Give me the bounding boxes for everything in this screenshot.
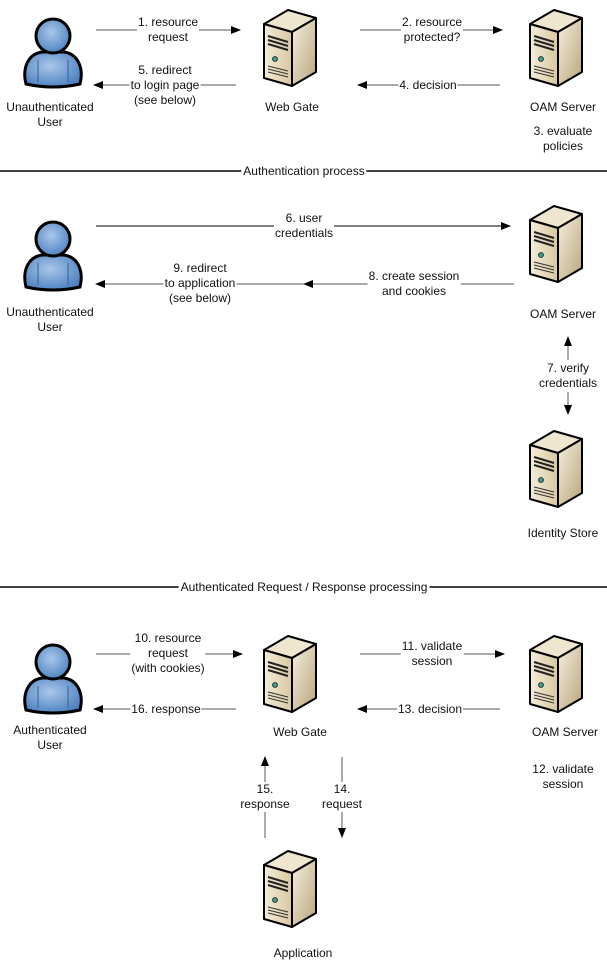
step-label-line: 9. redirect — [173, 261, 227, 275]
step-label-line: 13. decision — [397, 702, 463, 716]
step-label-line: session — [542, 777, 584, 791]
step-label-line: 4. decision — [399, 78, 457, 92]
step-label-line: 6. user — [285, 211, 323, 225]
step-label-line: (see below) — [133, 93, 197, 107]
unauthenticated-user-icon — [18, 12, 88, 95]
step-label-line: 1. resource — [137, 15, 199, 29]
step-label-16: 16. response — [130, 702, 202, 717]
oam-server-icon — [526, 4, 586, 92]
step-label-line: 12. validate — [532, 762, 594, 776]
step-label-line: 3. evaluate — [533, 124, 593, 138]
actor-label-identity-store: Identity Store — [527, 526, 599, 540]
step-label-line: request — [147, 646, 189, 660]
step-label-line: and cookies — [381, 284, 447, 298]
step-label-line: 10. resource — [134, 631, 202, 645]
webgate-server-icon — [260, 630, 320, 718]
actor-label-webgate1: Web Gate — [265, 100, 319, 114]
step-label-line: 16. response — [131, 702, 201, 716]
oam-server-icon — [526, 200, 586, 288]
step-label-line: (see below) — [168, 291, 232, 305]
authenticated-user-icon — [18, 638, 88, 721]
step-label-line: protected? — [403, 30, 461, 44]
step-label-line: 7. verify — [546, 361, 589, 375]
oam-server-icon — [526, 630, 586, 718]
step-label-line: 5. redirect — [138, 63, 192, 77]
step-label-4: 4. decision — [398, 78, 458, 93]
actor-label-application: Application — [273, 946, 333, 960]
application-server-icon — [260, 845, 320, 933]
step-label-14: 14.request — [320, 782, 364, 812]
step-label-line: policies — [542, 139, 584, 153]
step-label-line: credentials — [538, 376, 598, 390]
actor-label-oam3: OAM Server — [531, 725, 599, 739]
step-label-line: response — [240, 797, 290, 811]
actor-label-oam1: OAM Server — [529, 100, 597, 114]
actor-label-oam2: OAM Server — [529, 307, 597, 321]
step-label-line: 14. — [333, 782, 351, 796]
step-label-line: to application — [164, 276, 236, 290]
section-title-authentication: Authentication process — [241, 164, 367, 178]
webgate-server-icon — [260, 4, 320, 92]
step-label-line: 2. resource — [401, 15, 463, 29]
step-label-line: 11. validate — [401, 639, 463, 653]
step-label-13: 13. decision — [396, 702, 464, 717]
step-label-line: session — [411, 654, 453, 668]
step-label-line: credentials — [274, 226, 334, 240]
step-label-15: 15.response — [239, 782, 291, 812]
identity-store-server-icon — [526, 425, 586, 513]
step-label-line: (with cookies) — [131, 661, 205, 675]
step-label-line: to login page — [130, 78, 200, 92]
unauthenticated-user-icon — [18, 215, 88, 298]
step-label-line: 15. — [256, 782, 274, 796]
step-label-line: request — [147, 30, 189, 44]
step-label-line: request — [321, 797, 363, 811]
step-label-line: 8. create session — [368, 269, 460, 283]
actor-label-webgate3: Web Gate — [273, 725, 327, 739]
section-title-authenticated-request: Authenticated Request / Response process… — [178, 580, 430, 594]
